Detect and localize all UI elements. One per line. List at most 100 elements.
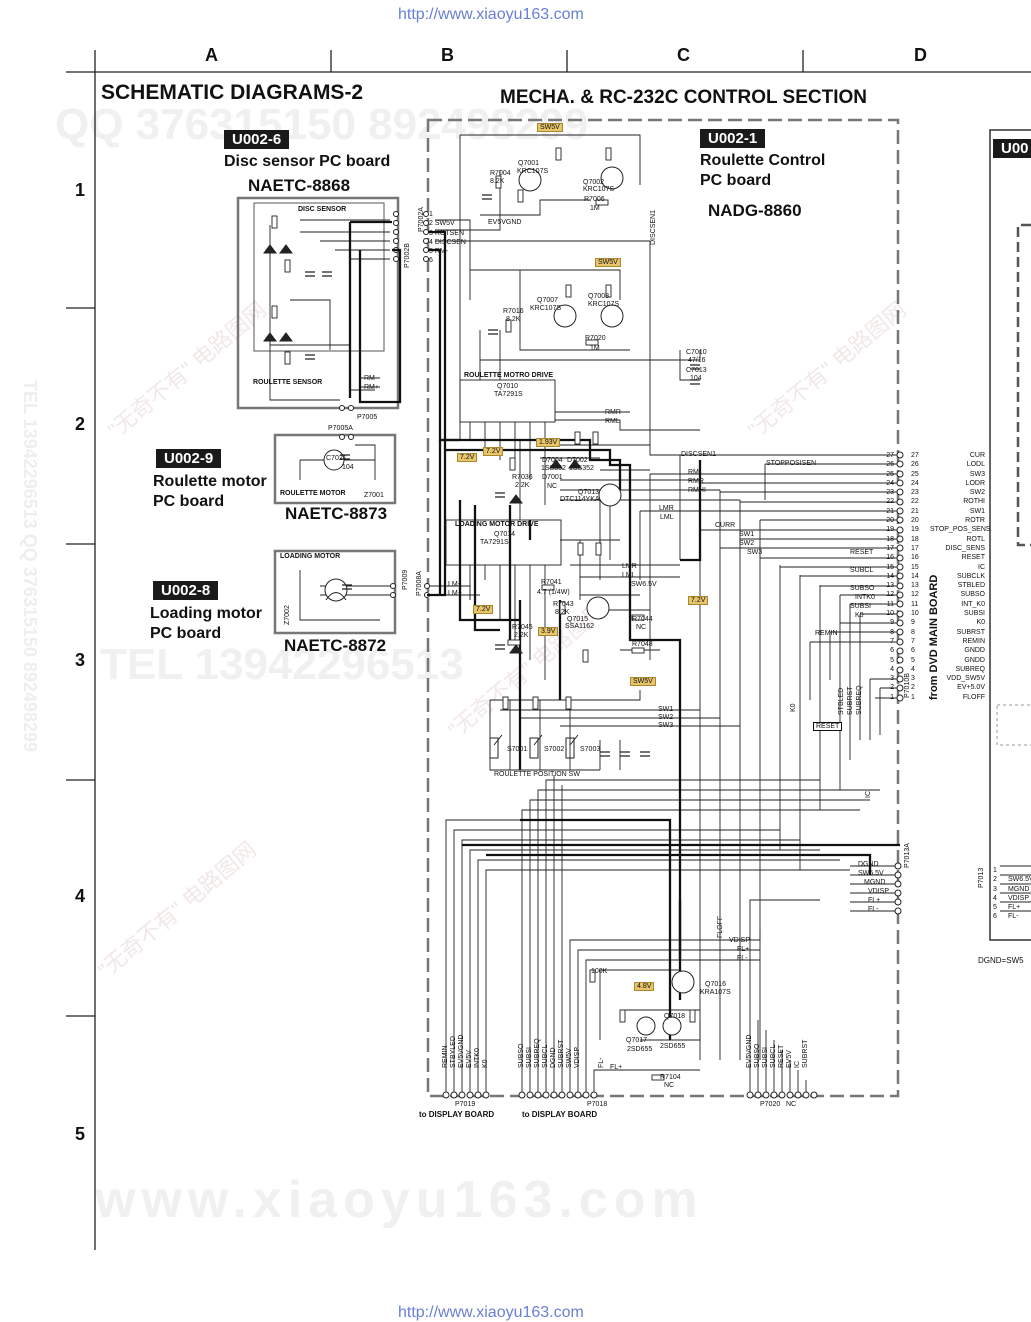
net-sw3-2: SW3 [658,722,674,729]
p7019-pin-stbyled: STBYLED [450,1036,457,1068]
column-label-c: C [677,45,690,65]
p7009-label: P7009 [402,569,409,590]
voltage-tag-4v8: 4.8V [634,982,655,991]
p7008a-label: P7008A [416,571,423,596]
p7020-pin-ic: IC [794,1061,801,1068]
net-stbled: STBLED [838,687,845,715]
dgnd-note: DGND=SW5 [978,956,1024,965]
control-board-border [426,118,900,1098]
net-vdisp-1: VDISP [868,888,890,895]
net-lmr-2: LMR [622,563,637,570]
q7002-label: Q7002 [583,179,605,186]
p7018-pin-dgnd: DGND [550,1047,557,1068]
p7019-pin-k0: K0 [482,1059,489,1068]
q7008-type: KRC107S [588,301,620,308]
net-intk0-1: INTK0 [855,594,875,601]
loading-motor-board-name-2: PC board [150,625,222,642]
net-reset-1: RESET [850,549,874,556]
p7018-label: P7018 [587,1101,608,1108]
net-rmhi: RMHI [688,487,706,494]
net-subso-1: SUBSO [850,585,875,592]
rm-minus-label: RM- [364,375,378,382]
roulette-motor-inner-title: ROULETTE MOTOR [280,490,346,497]
grid-frame [66,50,1031,1250]
disc-sensor-inner-title: DISC SENSOR [298,206,347,213]
transistors [323,166,695,1036]
p7020-pin-subso: SUBSO [754,1043,761,1068]
p7010b-label: P7010B [904,673,911,698]
p7020-pin-subrst: SUBRST [802,1039,809,1068]
p7005-label: P7005 [357,414,378,421]
net-dgnd: DGND [858,861,879,868]
net-discsen1: DISCSEN1 [681,451,717,458]
q7016-type: KRA107S [700,989,731,996]
p7013-label: P7013 [978,867,985,888]
c7010-value: 47/16 [688,357,706,364]
roulette-control-part-number: NADG-8860 [708,201,802,220]
net-reset-2: RESET [813,722,843,731]
net-curr: CURR [715,522,736,529]
p7020-label: P7020 [760,1101,781,1108]
p7018-pin-subcl: SUBCL [542,1044,549,1068]
q7013-type: DTC114YKA [560,496,600,503]
position-switch-title: ROULETTE POSITION SW [494,771,580,778]
q7002-type: KRC107S [583,186,615,193]
sub-board-borders [236,196,400,635]
r7020-label: R7020 [585,335,606,342]
net-sw1-2: SW1 [658,706,674,713]
q7015-label: Q7015 [567,616,589,623]
net-floff: FLOFF [717,915,724,938]
lm-plus-label: LM+ [448,590,462,597]
voltage-tag-sw5v-3: SW5V [630,677,656,686]
edge-board-id: U00 [993,139,1031,158]
p7020-pin-subcl: SUBCL [770,1044,777,1068]
ta7291s-label-1: TA7291S [494,391,523,398]
loading-motor-board-id: U002-8 [153,581,219,600]
net-subreq: SUBREQ [856,685,863,715]
net-k0-1: K0 [855,612,864,619]
voltage-tag-3v9: 3.9V [538,627,559,636]
p7018-pin-subsi: SUBSI [526,1046,533,1068]
net-flm-1: FL- [868,906,879,913]
q7001-label: Q7001 [518,160,540,167]
r7006-value: 1M [590,205,600,212]
q7018-label: Q7018 [664,1013,686,1020]
q7016-label: Q7016 [705,981,727,988]
p7018-pin-vdisp: VDISP [574,1046,581,1068]
z7002-label: Z7002 [284,605,291,625]
r7104-nc: NC [664,1082,675,1089]
q7015-type: SSA1162 [565,623,595,630]
d7002-type: 1SS352 [569,465,594,472]
net-rml-2: RML [688,469,703,476]
disc-sensor-part-number: NAETC-8868 [248,176,351,195]
net-flm-2: FL- [737,955,748,962]
net-sw3-1: SW3 [747,549,763,556]
roulette-motor-board-name: Roulette motor [153,473,267,490]
roulette-control-board-id: U002-1 [700,129,766,148]
c7021-value: 104 [342,464,354,471]
voltage-tag-7v2-2: 7.2V [483,447,504,456]
net-sw2-1: SW2 [739,540,755,547]
watermark-url-top: http://www.xiaoyu163.com [398,6,584,23]
p7018-pin-subso: SUBSO [518,1043,525,1068]
from-dvd-main-board-label: from DVD MAIN BOARD [928,574,940,700]
watermark-qq: QQ 376315150 892498299 [55,100,589,149]
roulette-control-board-name-2: PC board [700,172,772,189]
voltage-tag-7v2-1: 7.2V [457,453,478,462]
watermark-url-bottom: http://www.xiaoyu163.com [398,1304,584,1321]
column-label-a: A [205,45,218,65]
p7019-pin-ev5v: EV5V [466,1050,473,1068]
s7001-label: S7001 [507,746,528,753]
c7010-label: C7010 [686,349,707,356]
r7036-label: R7036 [512,474,533,481]
p7020-pin-subsi: SUBSI [762,1046,769,1068]
p7020-nc-label: NC [786,1101,797,1108]
watermark-tel: TEL 13942296513 [100,640,464,689]
net-sw2-2: SW2 [658,714,674,721]
row-label-3: 3 [75,650,86,670]
p7013a-label: P7013A [904,843,911,868]
r7043-label: R7043 [553,601,574,608]
voltage-tag-1v93: 1.93V [536,438,561,447]
q7007-label: Q7007 [537,297,559,304]
